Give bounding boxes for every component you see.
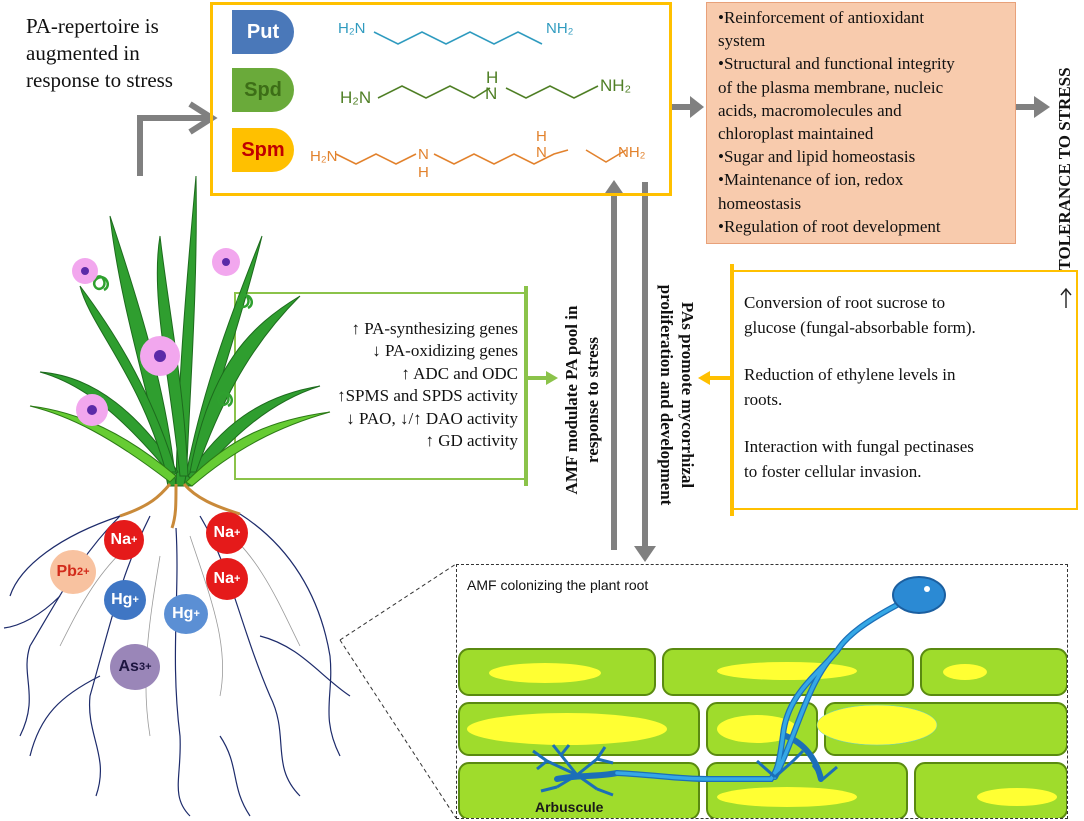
polyamine-box [210, 2, 672, 196]
spm-h2n: H₂N [310, 148, 338, 165]
spm-n1: N [418, 146, 429, 163]
zoom-line-bottom [339, 639, 457, 819]
amf-changes-bracket [524, 286, 528, 486]
ion-na-2: Na+ [206, 512, 248, 554]
tolerance-up-arrow [1060, 287, 1072, 308]
plant-illustration [3, 176, 351, 817]
arbuscule-label: Arbuscule [535, 799, 604, 815]
put-structure [373, 31, 543, 45]
spd-structure [377, 85, 599, 99]
spd-h2n: H₂N [340, 88, 372, 107]
effects-list: •Reinforcement of antioxidant system •St… [718, 8, 955, 236]
inset-title: AMF colonizing the plant root [467, 577, 649, 593]
spm-n2: N [536, 144, 547, 161]
spore [892, 576, 946, 614]
spm-badge: Spm [232, 128, 294, 172]
tolerance-label: TOLERANCE TO STRESS [1055, 67, 1074, 271]
root-inset: AMF colonizing the plant root Arbuscule [456, 564, 1068, 819]
ion-hg-2: Hg+ [164, 594, 208, 634]
amf-modulate-label: AMF modulate PA pool in response to stre… [562, 305, 602, 495]
amf-changes-list: ↑ PA-synthesizing genes ↓ PA-oxidizing g… [337, 319, 518, 451]
arbuscule [532, 744, 614, 797]
flowers [72, 248, 240, 426]
spd-nh2: NH₂ [600, 76, 632, 95]
root-cells [458, 576, 1067, 818]
spd-n: N [485, 84, 498, 103]
spm-h1: H [418, 164, 429, 181]
ion-na-3: Na+ [206, 558, 248, 600]
spd-badge: Spd [232, 68, 294, 112]
ion-hg-1: Hg+ [104, 580, 146, 620]
put-badge: Put [232, 10, 294, 54]
effects-box [706, 2, 1016, 244]
put-nh2: NH₂ [546, 20, 574, 37]
pa-promote-label: PAs promote mycorrhizal proliferation an… [657, 284, 697, 506]
zoom-line-top [339, 563, 457, 641]
put-h2n: H₂N [338, 20, 366, 37]
mechanisms-box [732, 270, 1078, 510]
mechanisms-list: Conversion of root sucrose to glucose (f… [744, 293, 976, 481]
augment-arrow [137, 115, 210, 176]
stress-caption: PA-repertoire is augmented in response t… [26, 14, 173, 92]
spd-h: H [486, 68, 499, 87]
spm-h2: H [536, 128, 547, 145]
ion-na-1: Na+ [104, 520, 144, 560]
mechanisms-bracket [730, 264, 734, 516]
spm-nh2: NH₂ [618, 144, 646, 161]
amf-changes-box [234, 292, 528, 480]
spm-structure [335, 149, 627, 165]
